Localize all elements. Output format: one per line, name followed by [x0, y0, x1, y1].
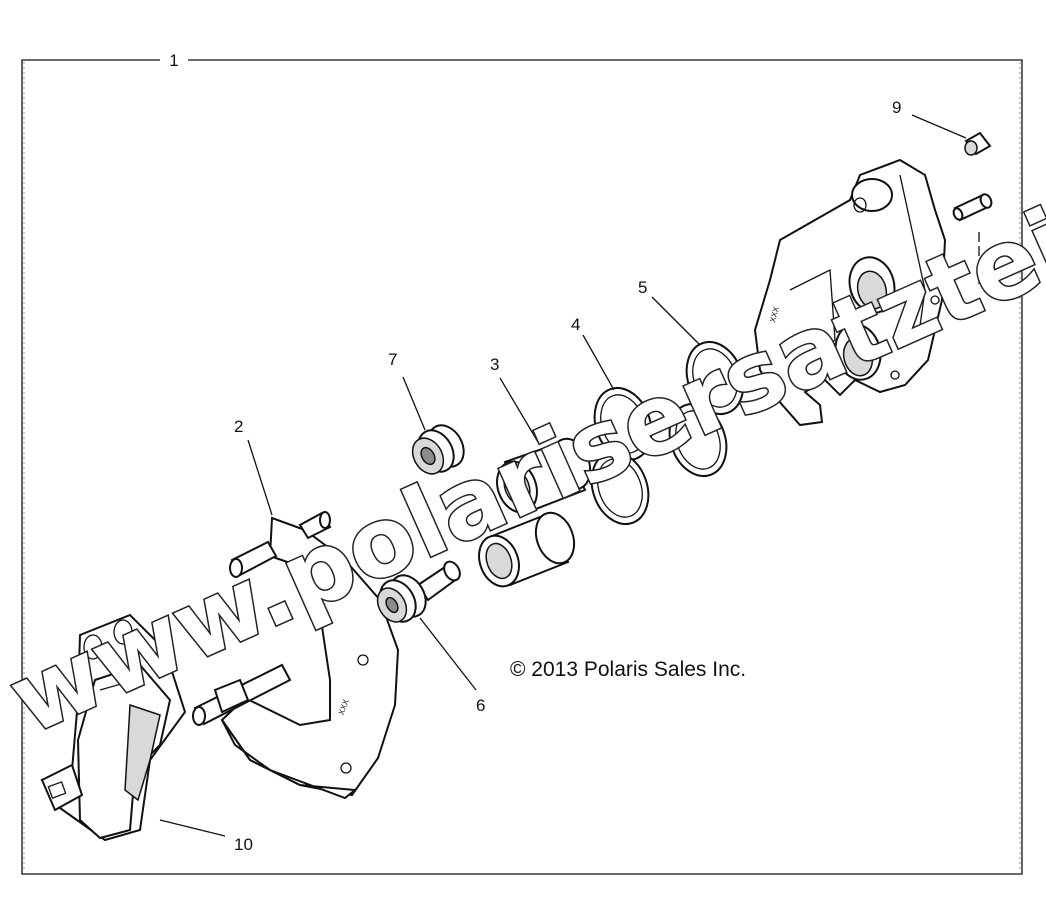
callout-7: 7 [388, 350, 397, 369]
leader-6 [419, 617, 477, 691]
bleeder-cap-part [964, 131, 992, 156]
callout-8: 8 [973, 296, 982, 315]
leader-10 [159, 819, 226, 837]
callout-5: 5 [638, 278, 647, 297]
leader-3 [499, 377, 539, 443]
kit-border [21, 59, 1023, 875]
piston-seals-part [590, 387, 653, 525]
brake-pads-part [40, 613, 187, 842]
callout-9: 9 [892, 98, 901, 117]
pistons-part [478, 437, 592, 588]
dust-seals-part [668, 341, 745, 477]
upper-boot-part [411, 424, 465, 475]
callout-3: 3 [490, 355, 499, 374]
kit-callout-1: 1 [169, 51, 178, 70]
callout-4: 4 [571, 315, 580, 334]
callout-10: 10 [234, 835, 253, 854]
leader-2 [247, 439, 273, 516]
leader-5 [651, 296, 701, 346]
leader-4 [582, 334, 615, 391]
caliper-bracket-part: XXX [192, 511, 400, 800]
caliper-body-part: XXX [753, 158, 947, 427]
svg-text:XXX: XXX [768, 305, 781, 323]
copyright-text: © 2013 Polaris Sales Inc. [510, 658, 746, 681]
bleeder-screw-part [952, 193, 993, 222]
leader-9 [911, 114, 967, 139]
callout-2: 2 [234, 417, 243, 436]
leader-7 [402, 376, 426, 431]
callout-6: 6 [476, 696, 485, 715]
lower-boot-pin-part [376, 560, 461, 623]
